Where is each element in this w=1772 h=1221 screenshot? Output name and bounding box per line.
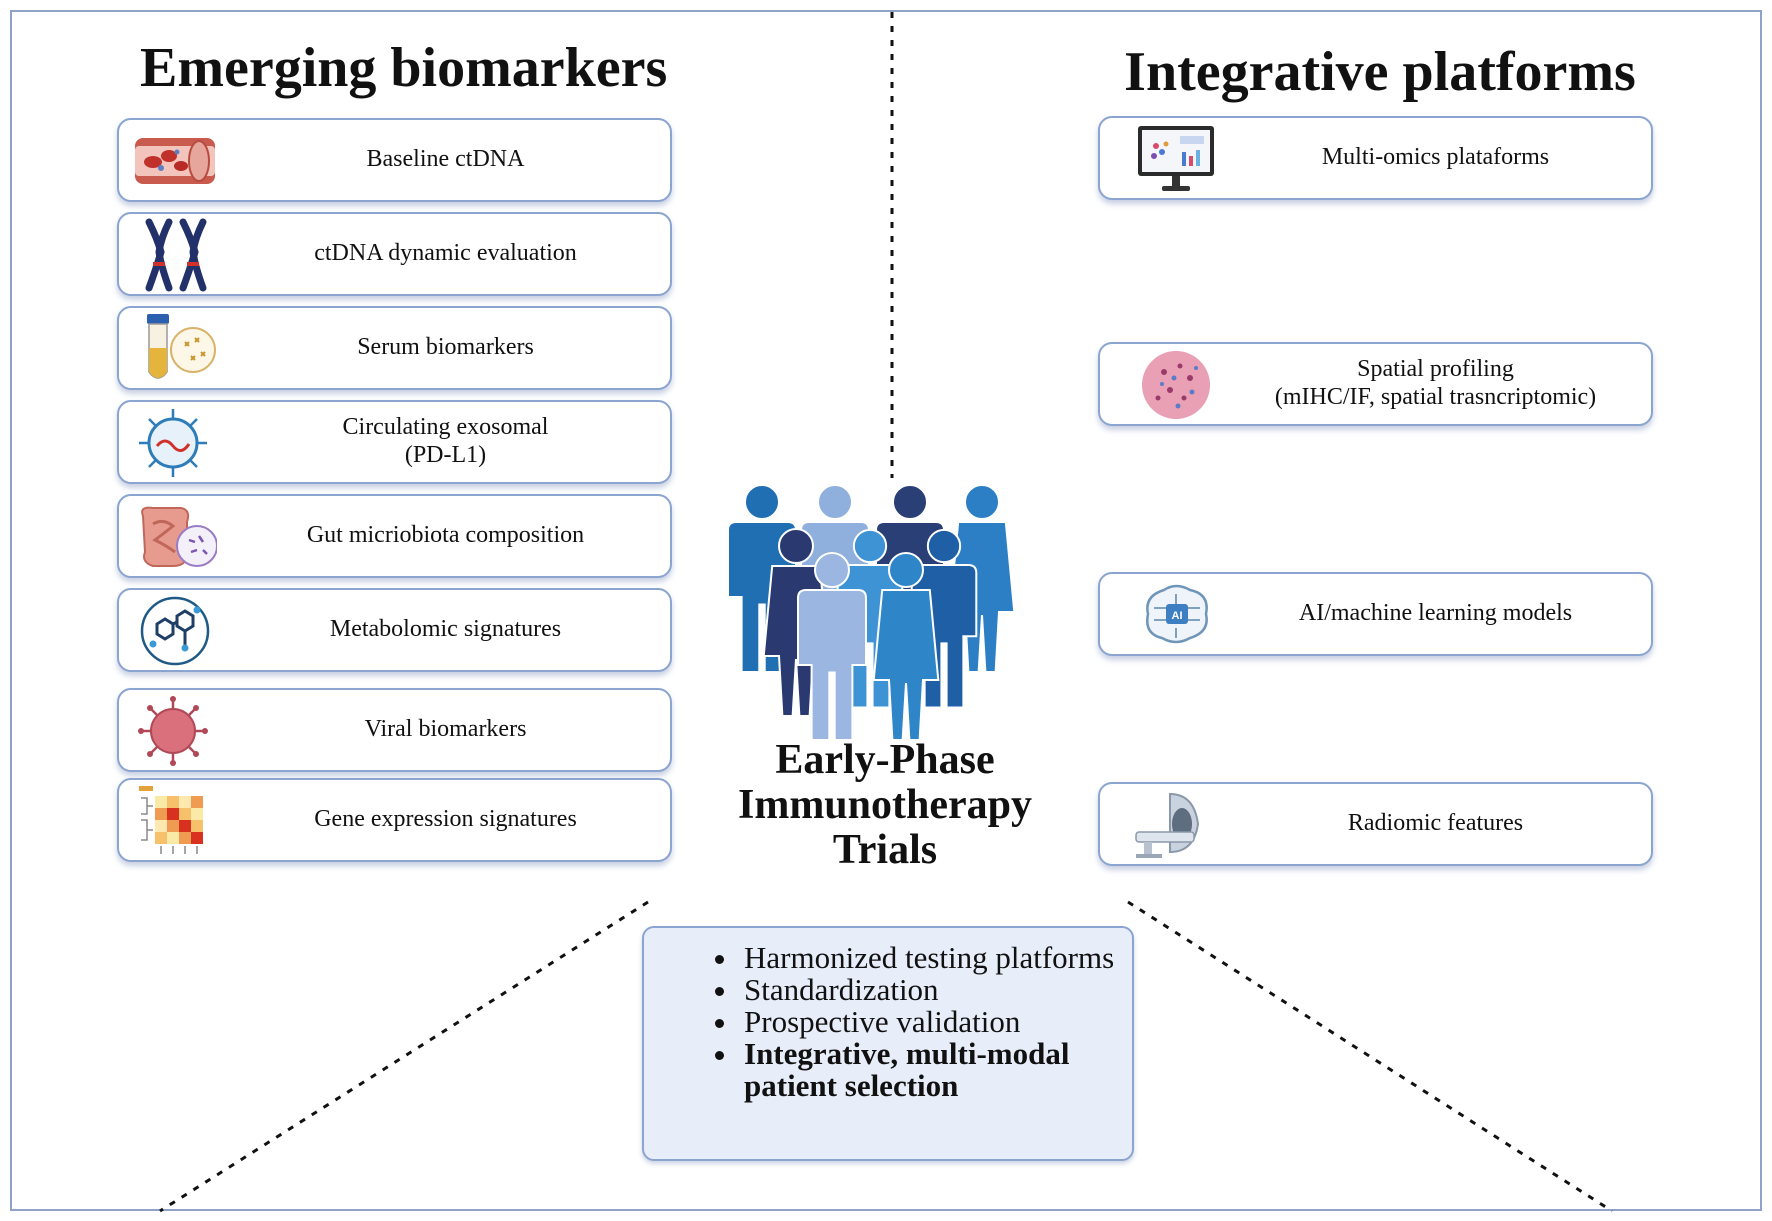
biomarker-card-label: Viral biomarkers xyxy=(229,690,662,770)
title-line: Early-Phase xyxy=(775,737,995,783)
label-line: ctDNA dynamic evaluation xyxy=(314,240,577,267)
summary-list: Harmonized testing platforms Standardiza… xyxy=(644,928,1132,1102)
virus-icon xyxy=(133,694,217,768)
biomarker-card-label: Metabolomic signatures xyxy=(229,590,662,670)
heatmap-icon xyxy=(133,784,217,858)
label-line: Baseline ctDNA xyxy=(366,146,525,173)
biomarker-card-label: Baseline ctDNA xyxy=(229,120,662,200)
serum-tube-icon xyxy=(133,312,217,386)
platform-card-label: Radiomic features xyxy=(1230,784,1641,864)
biomarker-card-label: Gene expression signatures xyxy=(229,780,662,860)
molecule-icon xyxy=(133,594,217,668)
label-line: Metabolomic signatures xyxy=(329,616,562,643)
biomarker-card-metabolomic: Metabolomic signatures xyxy=(117,588,672,672)
biomarker-card-gut-microbiota: Gut micriobiota composition xyxy=(117,494,672,578)
person-figure xyxy=(872,552,940,740)
computer-monitor-icon xyxy=(1134,122,1218,196)
right-diagonal-line xyxy=(1127,900,1613,1213)
label-line: Viral biomarkers xyxy=(364,716,527,743)
label-line: Circulating exosomal xyxy=(342,414,549,441)
intestine-icon xyxy=(133,500,217,574)
biomarker-card-label: ctDNA dynamic evaluation xyxy=(229,214,662,294)
early-phase-trials-title: Early-Phase Immunotherapy Trials xyxy=(690,738,1080,873)
platform-card-spatial-profiling: Spatial profiling (mIHC/IF, spatial tras… xyxy=(1098,342,1653,426)
tissue-section-icon xyxy=(1134,348,1218,422)
left-diagonal-line xyxy=(159,900,649,1213)
label-line: Gene expression signatures xyxy=(314,806,577,833)
ai-brain-icon: AI xyxy=(1134,578,1218,652)
platform-card-label: Multi-omics plataforms xyxy=(1230,118,1641,198)
summary-item: Standardization xyxy=(740,974,1132,1006)
label-line: AI/machine learning models xyxy=(1298,600,1573,627)
biomarker-card-label: Circulating exosomal (PD-L1) xyxy=(229,402,662,482)
label-line: (mIHC/IF, spatial trasncriptomic) xyxy=(1274,384,1597,410)
exosome-icon xyxy=(133,406,217,480)
label-line: Serum biomarkers xyxy=(357,334,534,361)
svg-text:AI: AI xyxy=(1172,610,1183,622)
emerging-biomarkers-title: Emerging biomarkers xyxy=(140,37,668,99)
title-line: Immunotherapy xyxy=(737,781,1033,828)
integrative-platforms-title: Integrative platforms xyxy=(1124,41,1636,103)
label-line: Radiomic features xyxy=(1347,810,1524,837)
patient-group-icon xyxy=(727,484,1016,740)
biomarker-card-baseline-ctdna: Baseline ctDNA xyxy=(117,118,672,202)
biomarker-card-exosomal: Circulating exosomal (PD-L1) xyxy=(117,400,672,484)
ct-scanner-icon xyxy=(1134,788,1218,862)
biomarker-card-ctdna-dynamic: ctDNA dynamic evaluation xyxy=(117,212,672,296)
blood-vessel-icon xyxy=(133,124,217,198)
person-figure xyxy=(797,552,867,740)
summary-box: Harmonized testing platforms Standardiza… xyxy=(642,926,1134,1161)
biomarker-card-label: Serum biomarkers xyxy=(229,308,662,388)
title-line: Trials xyxy=(832,826,938,873)
biomarker-card-gene-expression: Gene expression signatures xyxy=(117,778,672,862)
biomarker-card-label: Gut micriobiota composition xyxy=(229,496,662,576)
label-line: Spatial profiling xyxy=(1357,356,1514,383)
summary-item: Integrative, multi-modal patient selecti… xyxy=(740,1038,1132,1102)
biomarker-card-viral: Viral biomarkers xyxy=(117,688,672,772)
summary-item: Prospective validation xyxy=(740,1006,1132,1038)
label-line: (PD-L1) xyxy=(404,442,487,468)
platform-card-multi-omics: Multi-omics plataforms xyxy=(1098,116,1653,200)
chromosome-icon xyxy=(133,218,217,292)
platform-card-radiomic: Radiomic features xyxy=(1098,782,1653,866)
label-line: Multi-omics plataforms xyxy=(1321,144,1550,171)
label-line: Gut micriobiota composition xyxy=(306,522,585,549)
platform-card-ai-models: AI AI/machine learning models xyxy=(1098,572,1653,656)
biomarker-card-serum: Serum biomarkers xyxy=(117,306,672,390)
summary-item: Harmonized testing platforms xyxy=(740,942,1132,974)
platform-card-label: AI/machine learning models xyxy=(1230,574,1641,654)
platform-card-label: Spatial profiling (mIHC/IF, spatial tras… xyxy=(1230,344,1641,424)
